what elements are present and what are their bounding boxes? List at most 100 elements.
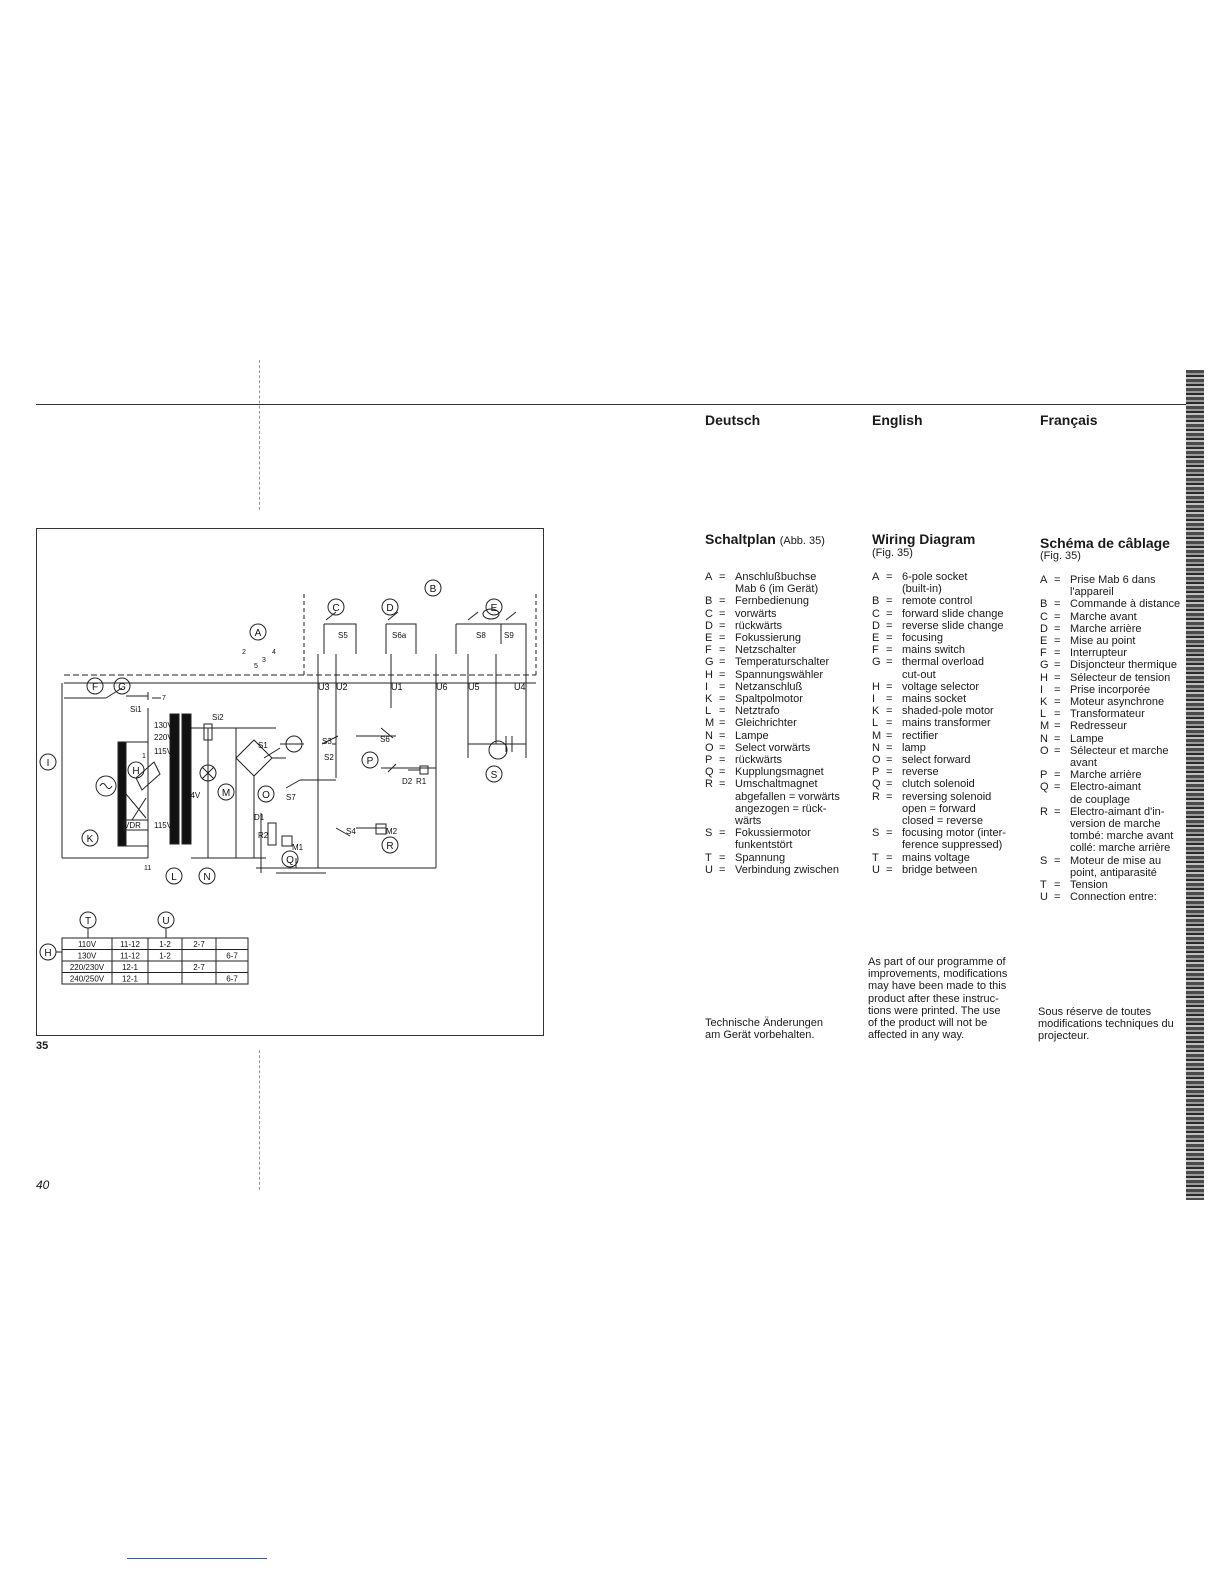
table-cell: 130V <box>78 952 97 961</box>
table-cell: 6-7 <box>226 952 238 961</box>
legend-equals: = <box>719 632 726 645</box>
legend-key: E <box>705 632 713 645</box>
table-cell: 11-12 <box>120 952 140 961</box>
legend-equals: = <box>886 693 893 706</box>
note-line: modifications techniques du <box>1038 1018 1174 1031</box>
legend-key: R <box>705 778 713 791</box>
legend-equals: = <box>1054 610 1061 623</box>
legend-item: angezogen = rück- <box>705 803 855 815</box>
legend-value: ference suppressed) <box>902 839 1003 852</box>
legend-equals <box>1054 842 1070 854</box>
legend-value: focusing <box>902 632 943 645</box>
legend-key: Q <box>1040 781 1049 794</box>
legend-value: version de marche <box>1070 818 1161 831</box>
legend-key: U <box>705 863 713 876</box>
legend-value: clutch solenoid <box>902 778 975 791</box>
legend-equals: = <box>1054 598 1061 611</box>
legend-item: N=Lampe <box>705 730 855 742</box>
legend-item: R=reversing solenoid <box>872 791 1032 803</box>
table-cell: 12-1 <box>122 975 139 984</box>
legend-item: B=remote control <box>872 595 1032 607</box>
legend-key: P <box>872 766 880 779</box>
motor-small <box>285 735 303 753</box>
legend-equals: = <box>1054 854 1061 867</box>
primary-winding <box>126 708 149 858</box>
legend-value: reverse slide change <box>902 619 1004 632</box>
legend-equals <box>719 803 735 815</box>
note-line: am Gerät vorbehalten. <box>705 1029 815 1042</box>
circle-label-f: F <box>92 682 98 693</box>
legend-value: Sélecteur de tension <box>1070 671 1171 684</box>
legend-value: Disjoncteur thermique <box>1070 659 1177 672</box>
legend-equals: = <box>719 595 726 608</box>
legend-value: Fernbedienung <box>735 595 810 608</box>
legend-key: N <box>1040 732 1048 745</box>
legend-value: Lampe <box>735 729 769 742</box>
legend-value: Transformateur <box>1070 708 1145 721</box>
legend-equals: = <box>719 778 726 791</box>
table-cell: 2-7 <box>193 963 205 972</box>
legend-value: remote control <box>902 595 973 608</box>
legend-item: A=Prise Mab 6 dans <box>1040 574 1186 586</box>
legend-equals: = <box>886 632 893 645</box>
legend-value: Gleichrichter <box>735 717 797 730</box>
legend-key: R <box>1040 805 1048 818</box>
d2-r1 <box>381 763 436 775</box>
legend-value: rückwärts <box>735 754 783 767</box>
pin-label: 2 <box>242 649 246 656</box>
legend-equals: = <box>1054 732 1061 745</box>
legend-value: tombé: marche avant <box>1070 830 1174 843</box>
pin-labels: 12 34 57 11 <box>142 649 276 872</box>
note-line: projecteur. <box>1038 1030 1090 1043</box>
legend-value: Mise au point <box>1070 635 1136 648</box>
table-cell: 1-2 <box>159 940 171 949</box>
legend-key: C <box>872 607 880 620</box>
legend-value: Commande à distance <box>1070 598 1181 611</box>
vdr-box <box>123 819 149 831</box>
part-label: D2 <box>402 777 413 786</box>
legend-item: abgefallen = vorwärts <box>705 791 855 803</box>
legend-equals <box>886 815 902 827</box>
legend-value: collé: marche arrière <box>1070 842 1171 855</box>
legend-value: vorwärts <box>735 607 777 620</box>
lamp-cross <box>201 766 215 780</box>
legend-equals <box>719 839 735 851</box>
table-cell: 6-7 <box>226 975 238 984</box>
legend-value: shaded-pole motor <box>902 705 994 718</box>
legend-item: N = Lampe <box>1040 733 1186 745</box>
legend-item: H=voltage selector <box>872 681 1032 693</box>
legend-equals: = <box>1054 696 1061 709</box>
legend-item: C=vorwärts <box>705 608 855 620</box>
legend-value: Electro-aimant <box>1070 781 1141 794</box>
legend-equals: = <box>1054 671 1061 684</box>
part-label: S2 <box>324 753 334 762</box>
legend-equals: = <box>886 778 893 791</box>
shaded-pole-motor-symbol <box>95 775 117 797</box>
legend-value: Lampe <box>1070 732 1104 745</box>
part-label: 220V <box>154 733 173 742</box>
legend-key: C <box>1040 610 1048 623</box>
legend-equals: = <box>886 766 893 779</box>
transformer-core-mid <box>169 713 180 845</box>
legend-equals: = <box>1054 879 1061 892</box>
legend-key <box>1040 586 1054 598</box>
legend-item: B=Fernbedienung <box>705 595 855 607</box>
legend-item: R=Electro-aimant d'in- <box>1040 806 1186 818</box>
legend-equals: = <box>1054 659 1061 672</box>
legend-equals: = <box>1054 744 1061 757</box>
legend-value: voltage selector <box>902 680 980 693</box>
legend-equals <box>886 803 902 815</box>
legend-equals: = <box>719 644 726 657</box>
circle-label-e: E <box>491 603 498 614</box>
legend-key: F <box>872 644 879 657</box>
legend-item: A=Anschlußbuchse <box>705 571 855 583</box>
switch-s6 <box>356 727 396 739</box>
part-label: S8 <box>476 631 486 640</box>
legend-key: P <box>1040 769 1048 782</box>
legend-key: T <box>872 851 879 864</box>
part-label: Si1 <box>130 705 142 714</box>
legend-item: U=bridge between <box>872 864 1032 876</box>
